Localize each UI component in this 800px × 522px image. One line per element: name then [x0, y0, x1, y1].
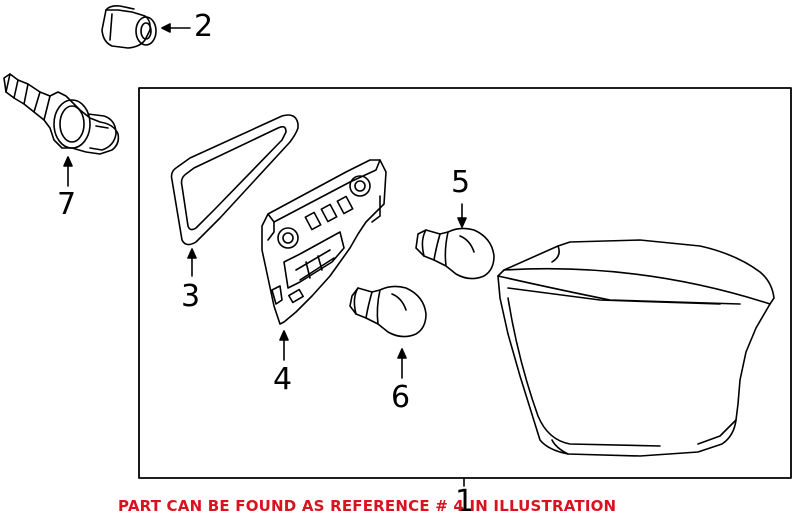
callout-arrow-3: [187, 248, 197, 277]
callout-arrow-6: [397, 348, 407, 379]
callout-arrow-2: [161, 23, 191, 33]
callout-6: 6: [391, 380, 411, 415]
bulb-icon-6: [349, 285, 427, 338]
tail-lamp-housing-icon: [497, 239, 775, 457]
callout-7: 7: [57, 187, 77, 222]
bulb-socket-plate-icon: [261, 159, 387, 325]
bulb-icon-5: [415, 227, 495, 280]
callout-4: 4: [273, 362, 293, 397]
callout-arrow-5: [457, 203, 467, 228]
callout-arrow-4: [279, 330, 289, 361]
assembly-frame: [138, 87, 792, 479]
gasket-icon: [170, 114, 299, 246]
clip-icon: [101, 5, 157, 49]
callout-3: 3: [181, 279, 201, 314]
bulb-socket-icon: [3, 73, 120, 155]
callout-1: 1: [455, 484, 475, 519]
callout-5: 5: [451, 165, 471, 200]
callout-arrow-7: [63, 156, 73, 187]
callout-2: 2: [194, 9, 214, 44]
reference-note: PART CAN BE FOUND AS REFERENCE # 4 IN IL…: [118, 497, 617, 515]
